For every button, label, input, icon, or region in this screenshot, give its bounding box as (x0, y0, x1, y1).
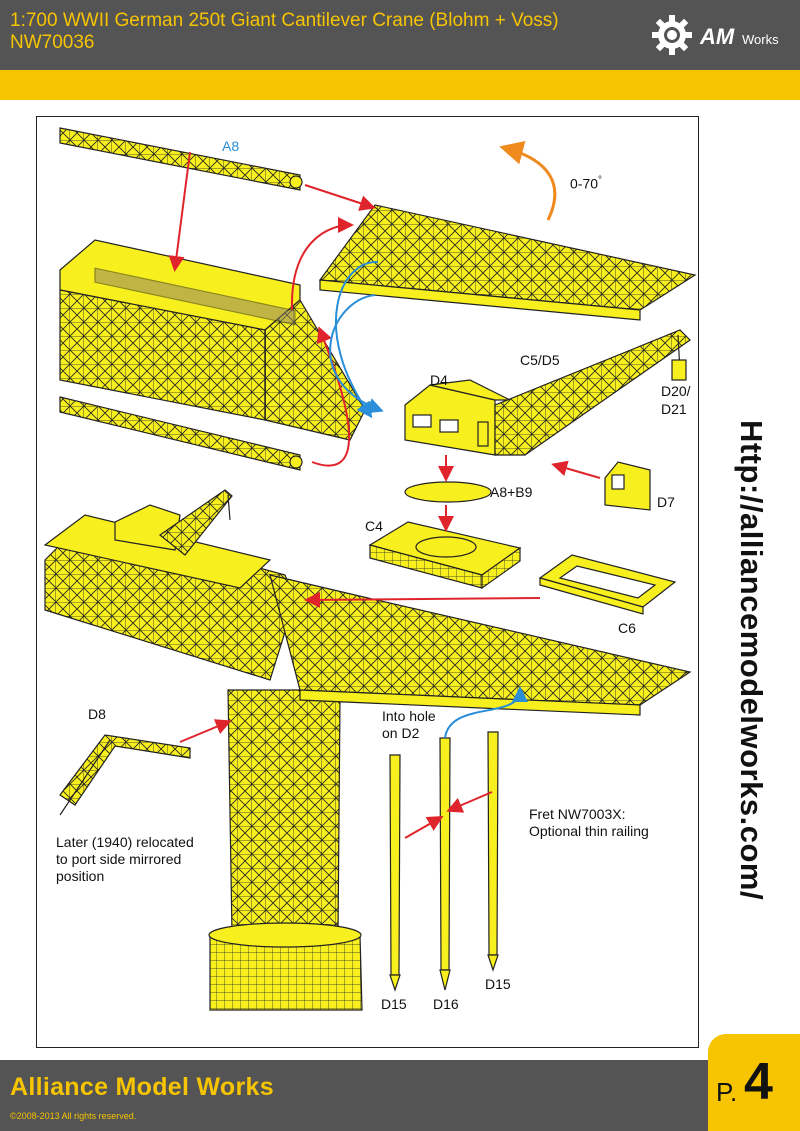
jib-upper (318, 204, 697, 321)
footer-copyright: ©2008-2013 All rights reserved. (10, 1111, 137, 1121)
part-d8-ladder (59, 734, 191, 816)
label-angle-degree: ° (598, 175, 603, 186)
label-angle: 0-70° (570, 172, 602, 193)
part-c6-frame (538, 554, 677, 615)
note-later-relocated: Later (1940) relocated to port side mirr… (56, 834, 194, 885)
header-band (0, 70, 800, 100)
footer-bar: Alliance Model Works ©2008-2013 All righ… (0, 1060, 800, 1131)
part-d7-cab (604, 461, 651, 511)
label-d4: D4 (430, 372, 448, 388)
arrow-jib-curve (290, 217, 354, 311)
page-prefix: P. (716, 1077, 738, 1107)
website-url-text[interactable]: Http://alliancemodelworks.com/ (734, 419, 769, 901)
arrow-rotation (499, 141, 557, 221)
page-number: 4 (744, 1053, 773, 1111)
arrow-d8 (179, 719, 232, 743)
note-later-line2: to port side mirrored (56, 851, 182, 867)
label-d7: D7 (657, 494, 675, 510)
part-c4-base (368, 521, 522, 590)
base-frame-upper (59, 239, 366, 441)
note-fret: Fret NW7003X: Optional thin railing (529, 806, 649, 840)
crane-main-structure (43, 489, 692, 716)
label-angle-value: 0-70 (570, 175, 599, 192)
label-c5-d5: C5/D5 (520, 352, 560, 368)
note-later-line3: position (56, 868, 105, 884)
part-d4-house (404, 379, 511, 456)
gear-icon (652, 15, 692, 55)
label-d8: D8 (88, 706, 106, 722)
label-a8-b9: A8+B9 (490, 484, 533, 500)
arrow-blue-1 (334, 260, 379, 419)
label-d15-right: D15 (485, 976, 511, 992)
note-into-hole-line2: on D2 (382, 725, 420, 741)
arrow-fret-1 (404, 816, 444, 839)
label-d21: D21 (661, 401, 687, 417)
arrow-blue-2 (329, 294, 384, 414)
arrow-a8-down (168, 151, 191, 272)
title-line-1: 1:700 WWII German 250t Giant Cantilever … (10, 10, 559, 31)
note-fret-line1: Fret NW7003X: (529, 806, 626, 822)
website-url[interactable]: Http://alliancemodelworks.com/ (716, 370, 786, 950)
part-a8-top (59, 127, 303, 191)
title-line-2: NW70036 (10, 32, 95, 53)
label-c6: C6 (618, 620, 636, 636)
crane-tower (208, 689, 363, 1011)
label-d16: D16 (433, 996, 459, 1012)
part-c5-d5-jib (494, 329, 691, 456)
document-title: 1:700 WWII German 250t Giant Cantilever … (10, 10, 559, 54)
arrow-fret-2 (446, 791, 493, 813)
part-a8-lower (59, 396, 303, 471)
note-fret-line2: Optional thin railing (529, 823, 649, 839)
label-c4: C4 (365, 518, 383, 534)
logo-text: AM (700, 24, 735, 49)
poles (389, 731, 499, 992)
label-d20: D20/ (661, 383, 691, 399)
arrow-c6 (304, 591, 541, 608)
note-later-line1: Later (1940) relocated (56, 834, 194, 850)
label-a8: A8 (222, 138, 240, 154)
arrow-d7 (551, 460, 601, 479)
note-into-hole-line1: Into hole (382, 708, 436, 724)
note-into-hole: Into hole on D2 (382, 708, 436, 742)
arrow-a8-to-jib (304, 184, 376, 211)
page-number-box: P. 4 (708, 1034, 800, 1131)
label-d15-left: D15 (381, 996, 407, 1012)
footer-company-name: Alliance Model Works (10, 1073, 274, 1101)
arrow-into-hole (444, 686, 528, 739)
logo-sub: Works (742, 32, 779, 47)
part-a8-b9-disk (404, 481, 492, 503)
